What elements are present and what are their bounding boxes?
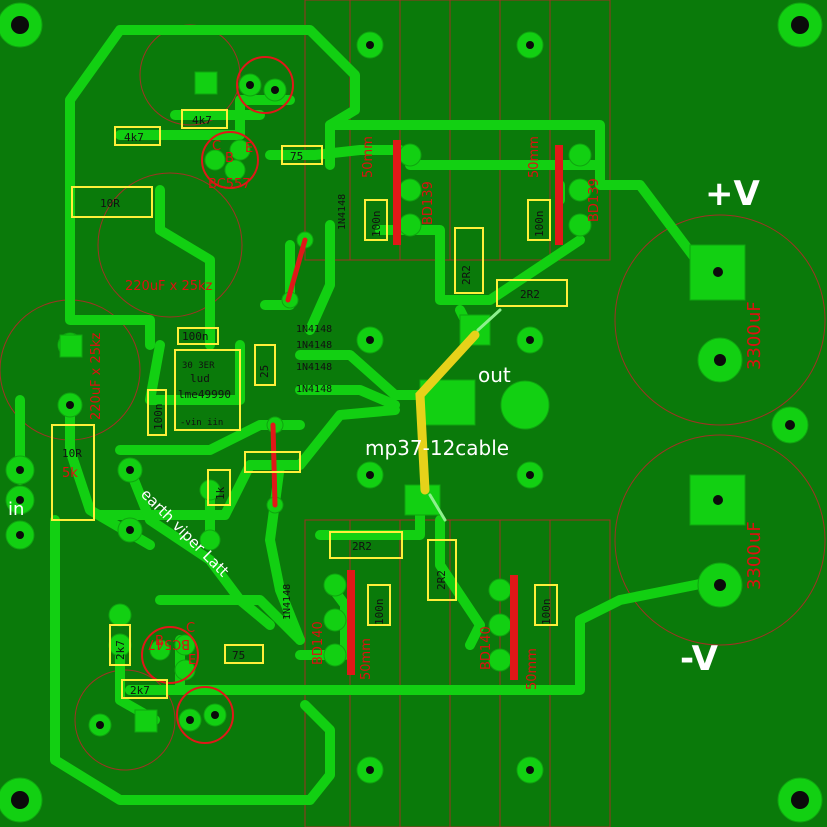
label-bd139-b: BD139 <box>587 178 602 222</box>
label-1n4148-a: 1N4148 <box>296 324 332 335</box>
label-pos-v: +V <box>705 174 760 214</box>
label-neg-v: -V <box>680 639 719 679</box>
label-10r-left: 10R <box>62 447 82 460</box>
pin-e-bottom: E <box>188 653 196 668</box>
label-cap-3300-unit-a: uF <box>744 301 765 323</box>
label-50mm-b: 50mm <box>527 136 542 178</box>
label-75-bottom: 75 <box>232 649 245 662</box>
red-jumper-top <box>285 237 308 303</box>
label-bd139-a: BD139 <box>421 181 436 225</box>
label-50mm-d: 50mm <box>525 648 540 690</box>
label-100n-c: 100n <box>373 599 386 626</box>
label-75-top: 75 <box>290 150 303 163</box>
label-ic-pins-top: 30 3ER <box>182 361 215 371</box>
label-1n4148-f: 1N4148 <box>282 584 293 620</box>
label-cap-3300-unit-b: uF <box>744 521 765 543</box>
label-1n4148-d: 1N4148 <box>296 384 332 395</box>
yellow-output-cable <box>415 330 480 495</box>
label-100n-a: 100n <box>370 211 383 238</box>
label-25: 25 <box>258 365 271 378</box>
label-out: out <box>478 363 511 387</box>
label-ic-sub: lud <box>190 372 210 385</box>
label-ic-pins-bottom: -vin iin <box>180 418 223 428</box>
via-holes <box>11 16 809 809</box>
label-in: in <box>8 499 24 520</box>
label-2r2-b: 2R2 <box>520 288 540 301</box>
label-100n-b: 100n <box>533 211 546 238</box>
label-50mm-c: 50mm <box>359 638 374 680</box>
label-1n4148-b: 1N4148 <box>296 340 332 351</box>
label-cable: mp37-12cable <box>365 436 509 460</box>
power-transistor-bodies <box>347 140 563 680</box>
label-bd140-b: BD140 <box>479 626 494 670</box>
label-4k7-a: 4k7 <box>124 131 144 144</box>
label-1n4148-c: 1N4148 <box>296 362 332 373</box>
label-cap-3300-top: 3300 <box>744 324 765 370</box>
label-100n-d: 100n <box>540 599 553 626</box>
label-2r2-c: 2R2 <box>352 540 372 553</box>
label-50mm-a: 50mm <box>361 136 376 178</box>
label-bc547: BC547 <box>147 636 190 651</box>
label-2k7-a: 2k7 <box>114 640 127 660</box>
pin-c-bottom: C <box>186 621 195 636</box>
label-100n-ic: 100n <box>182 330 209 343</box>
pin-c-top: C <box>212 139 221 154</box>
label-10r-top: 10R <box>100 197 120 210</box>
small-transistor-outlines <box>141 56 294 744</box>
pin-e-top: E <box>245 141 253 156</box>
label-ic-name: lme49990 <box>178 388 231 401</box>
red-jumper-mid <box>270 422 278 508</box>
pin-b-bottom: B <box>155 634 164 649</box>
label-2r2-a: 2R2 <box>460 265 473 285</box>
pin-b-top: B <box>225 151 234 166</box>
label-cap-3300-bottom: 3300 <box>744 544 765 590</box>
label-bd140-a: BD140 <box>311 621 326 665</box>
wire-jumpers <box>270 237 502 522</box>
label-4k7-b: 4k7 <box>192 114 212 127</box>
label-100n-side: 100n <box>152 404 165 431</box>
component-outlines <box>51 109 568 699</box>
label-1k: 1k <box>214 486 227 500</box>
label-2k7-b: 2k7 <box>130 684 150 697</box>
label-bc557: BC557 <box>208 177 251 192</box>
label-2r2-d: 2R2 <box>435 570 448 590</box>
label-5k: 5k <box>62 466 78 481</box>
label-1n4148-e: 1N4148 <box>337 194 348 230</box>
label-cap-220-left: 220uF x 25kz <box>89 332 104 420</box>
label-cap-220-top: 220uF x 25kz <box>125 279 213 294</box>
